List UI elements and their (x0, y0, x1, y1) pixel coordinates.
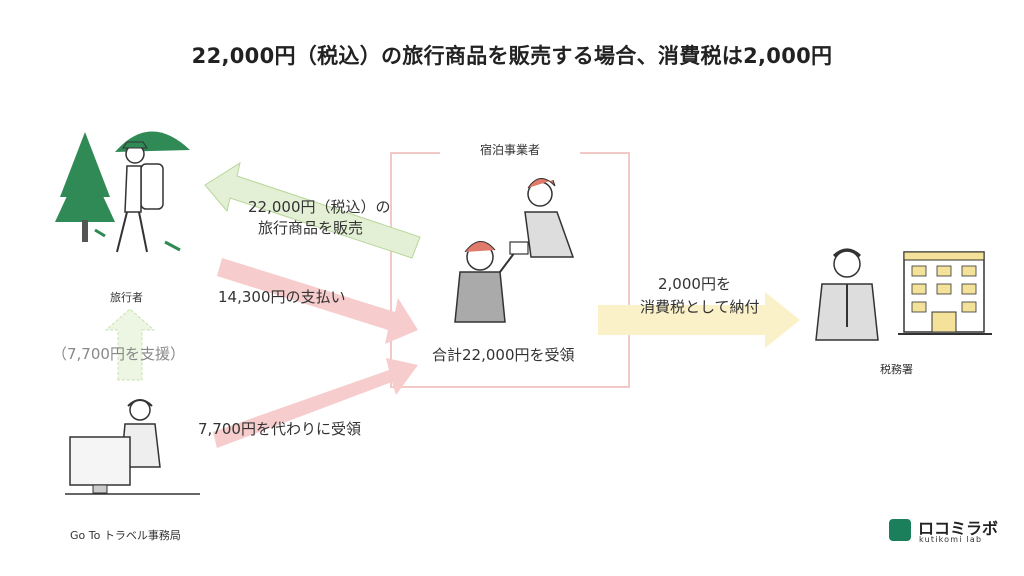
accommodation-box-title: 宿泊事業者 (440, 141, 580, 158)
logo-sub: kutikomi lab (919, 535, 983, 544)
traveler-illustration (55, 131, 190, 253)
sell-label-line1: 22,000円（税込）の (248, 198, 391, 216)
receive-instead-label: 7,700円を代わりに受領 (198, 420, 361, 438)
sell-label-line2: 旅行商品を販売 (258, 219, 364, 237)
pay-label: 14,300円の支払い (218, 288, 346, 306)
tax-label-line1: 2,000円を (658, 275, 731, 293)
receive-arrow (213, 358, 418, 448)
pay-arrow (217, 258, 418, 344)
logo-name: ロコミラボ (918, 519, 999, 538)
traveler-label: 旅行者 (110, 291, 143, 304)
tax-arrow (598, 292, 800, 348)
hotel-staff-illustration (454, 178, 575, 323)
page-title: 22,000円（税込）の旅行商品を販売する場合、消費税は2,000円 (191, 44, 833, 68)
total-received-label: 合計22,000円を受領 (432, 346, 575, 364)
logo-icon (889, 519, 911, 541)
support-label: （7,700円を支援） (52, 345, 185, 363)
tax-office-illustration (815, 248, 992, 341)
sell-arrow (204, 161, 421, 259)
tax-office-label: 税務署 (880, 363, 913, 376)
goto-office-illustration (65, 399, 200, 495)
support-arrow (104, 308, 156, 381)
goto-office-label: Go To トラベル事務局 (70, 529, 181, 542)
tax-label-line2: 消費税として納付 (640, 298, 760, 316)
